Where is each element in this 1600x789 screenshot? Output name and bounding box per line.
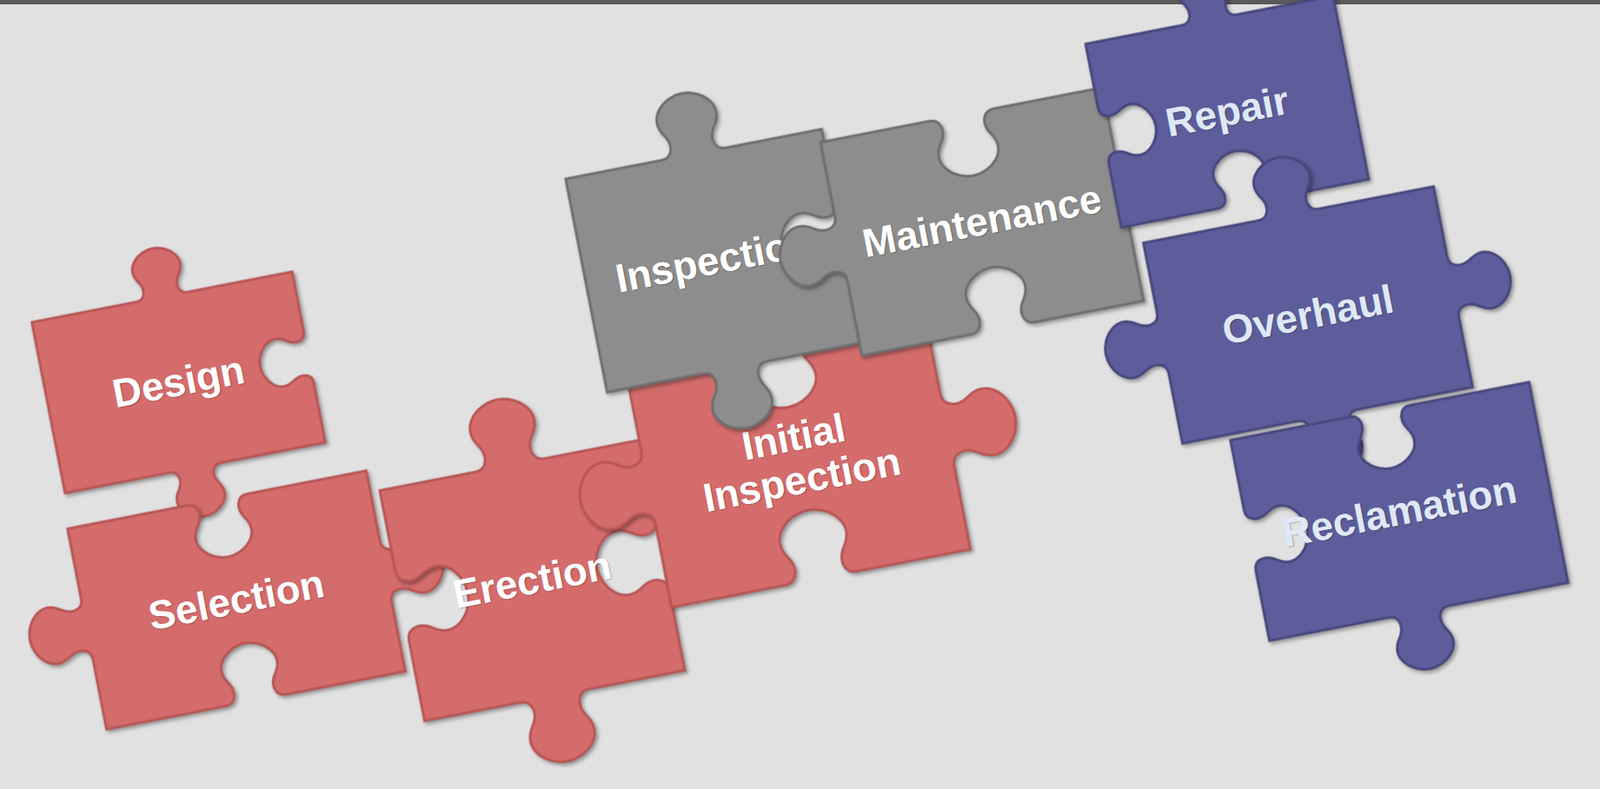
puzzle-piece: Maintenance	[820, 87, 1144, 356]
puzzle-piece: Design	[31, 272, 326, 494]
piece-outline	[1230, 381, 1580, 698]
piece-outline	[1075, 0, 1368, 227]
top-bar-rect	[0, 0, 1600, 5]
top-bar	[0, 0, 1600, 5]
puzzle-piece: Repair	[1085, 0, 1369, 227]
puzzle-piece: Selection	[67, 470, 405, 729]
